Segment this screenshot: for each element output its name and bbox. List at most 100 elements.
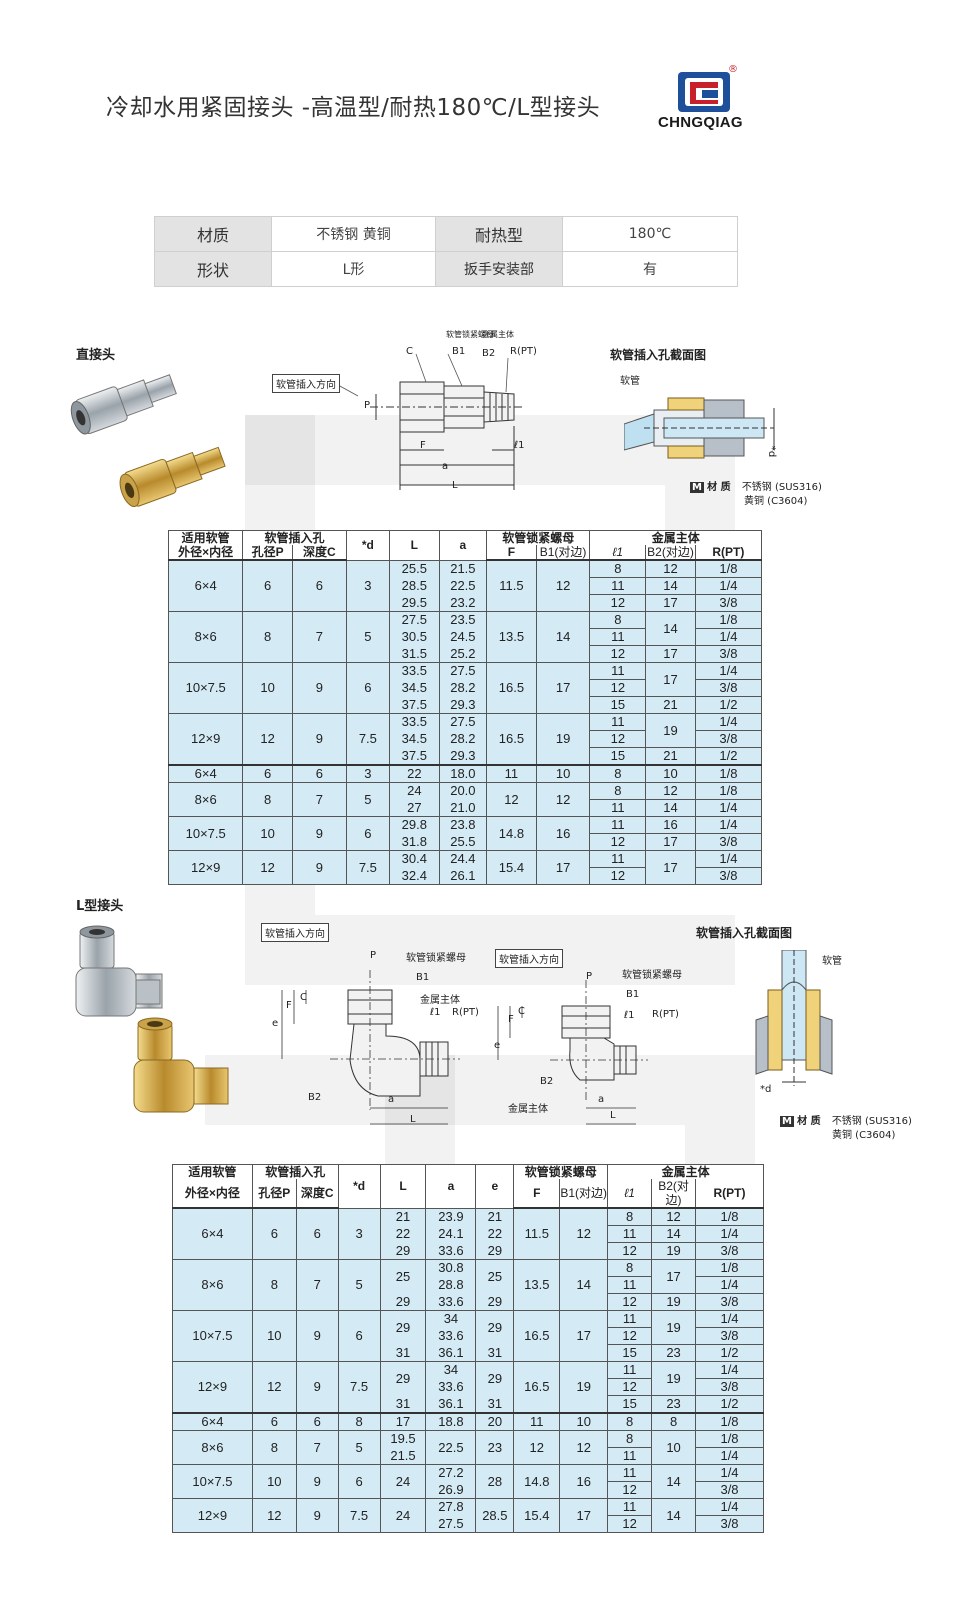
elbow-material-brass: 黄铜 (C3604) bbox=[832, 1130, 896, 1141]
cell-a: 23.5 bbox=[438, 611, 488, 629]
cell-C: 6 bbox=[291, 560, 347, 612]
cell-a: 26.9 bbox=[425, 1481, 477, 1499]
cell-l1: 11 bbox=[589, 816, 647, 834]
cell-L: 29 bbox=[379, 1310, 427, 1345]
th-F: F bbox=[486, 545, 537, 561]
cell-B1: 12 bbox=[535, 782, 591, 817]
elbow-dim-F-2: F bbox=[508, 1014, 514, 1025]
cell-hose: 8×6 bbox=[172, 1259, 253, 1311]
th2-hose: 适用软管 bbox=[172, 1164, 253, 1179]
cell-l1: 12 bbox=[607, 1293, 653, 1311]
brand-logo: ® CHNGQIAG bbox=[652, 64, 762, 138]
cell-F: 11.5 bbox=[486, 560, 537, 612]
cell-L: 21 bbox=[379, 1208, 427, 1226]
cell-L: 29.8 bbox=[389, 816, 440, 834]
cell-B2: 23 bbox=[651, 1395, 697, 1414]
spec-shape-value: L形 bbox=[271, 251, 436, 287]
cell-L: 33.5 bbox=[389, 713, 440, 731]
elbow-dim-P-1: P bbox=[370, 950, 377, 961]
cell-R: 3/8 bbox=[694, 679, 763, 697]
th2-B1: B1(对边) bbox=[559, 1179, 609, 1209]
cell-L: 21.5 bbox=[379, 1447, 427, 1465]
cell-a: 27.5 bbox=[438, 713, 488, 731]
cell-R: 1/4 bbox=[694, 628, 763, 646]
cell-B2: 23 bbox=[651, 1344, 697, 1362]
cell-L: 17 bbox=[379, 1412, 427, 1431]
cell-L: 37.5 bbox=[389, 747, 440, 766]
elbow-dim-F-1: F bbox=[286, 1000, 292, 1011]
cell-F: 12 bbox=[513, 1430, 561, 1465]
cell-F: 12 bbox=[486, 782, 537, 817]
cell-L: 25 bbox=[379, 1259, 427, 1294]
cell-P: 10 bbox=[251, 1464, 297, 1499]
cell-P: 8 bbox=[251, 1259, 297, 1311]
cell-a: 36.1 bbox=[425, 1344, 477, 1362]
elbow-dim-L-1: L bbox=[410, 1114, 416, 1125]
cell-d: 5 bbox=[337, 1430, 381, 1465]
th-a: a bbox=[438, 530, 488, 561]
cell-a: 33.6 bbox=[425, 1293, 477, 1311]
cell-a: 21.5 bbox=[438, 560, 488, 578]
cell-e: 22 bbox=[475, 1225, 515, 1243]
cell-R: 3/8 bbox=[695, 1293, 764, 1311]
cell-L: 29 bbox=[379, 1293, 427, 1311]
cell-l1: 8 bbox=[589, 560, 647, 578]
elbow-fitting-drawing bbox=[281, 970, 648, 1125]
elbow-body-1: 金属主体 bbox=[420, 995, 460, 1006]
cell-hose: 12×9 bbox=[172, 1498, 253, 1533]
cell-R: 1/4 bbox=[695, 1447, 764, 1465]
elbow-dim-B2-2: B2 bbox=[540, 1076, 554, 1087]
cell-l1: 11 bbox=[607, 1464, 653, 1482]
cell-C: 6 bbox=[295, 1412, 339, 1431]
cell-C: 6 bbox=[291, 764, 347, 783]
cell-R: 3/8 bbox=[694, 833, 763, 851]
elbow-dim-a-1: a bbox=[388, 1094, 395, 1105]
cell-P: 12 bbox=[242, 850, 293, 885]
cell-C: 6 bbox=[295, 1208, 339, 1260]
cell-R: 1/2 bbox=[695, 1344, 764, 1362]
cell-a: 18.8 bbox=[425, 1412, 477, 1431]
cell-R: 1/8 bbox=[694, 764, 763, 783]
cell-P: 6 bbox=[251, 1208, 297, 1260]
cell-B2: 19 bbox=[651, 1310, 697, 1345]
cell-a: 24.5 bbox=[438, 628, 488, 646]
cell-d: 6 bbox=[337, 1464, 381, 1499]
cell-a: 25.5 bbox=[438, 833, 488, 851]
cell-C: 7 bbox=[295, 1259, 339, 1311]
cell-P: 12 bbox=[251, 1498, 297, 1533]
straight-material-ss: 不锈钢 (SUS316) bbox=[741, 482, 822, 493]
cell-l1: 11 bbox=[607, 1361, 653, 1379]
cell-a: 24.4 bbox=[438, 850, 488, 868]
spec-wrench-label: 扳手安装部 bbox=[435, 251, 563, 287]
cell-d: 6 bbox=[345, 662, 391, 714]
cell-B2: 19 bbox=[645, 713, 696, 748]
cell-B2: 17 bbox=[645, 850, 696, 885]
cell-l1: 11 bbox=[589, 628, 647, 646]
cell-l1: 15 bbox=[589, 747, 647, 766]
spec-material-label: 材质 bbox=[154, 216, 272, 252]
cell-P: 12 bbox=[251, 1361, 297, 1414]
cell-d: 7.5 bbox=[345, 713, 391, 766]
cell-B1: 19 bbox=[535, 713, 591, 766]
cell-hose: 6×4 bbox=[172, 1208, 253, 1260]
cell-a: 26.1 bbox=[438, 867, 488, 885]
cell-R: 1/4 bbox=[694, 850, 763, 868]
cell-F: 14.8 bbox=[513, 1464, 561, 1499]
brand-name: CHNGQIAG bbox=[658, 114, 743, 131]
cell-e: 20 bbox=[475, 1412, 515, 1431]
cell-d: 7.5 bbox=[337, 1498, 381, 1533]
cell-a: 23.8 bbox=[438, 816, 488, 834]
cell-d: 5 bbox=[337, 1259, 381, 1311]
straight-section-hose: 软管 bbox=[620, 376, 640, 387]
cell-L: 28.5 bbox=[389, 577, 440, 595]
th2-R: R(PT) bbox=[695, 1179, 764, 1209]
